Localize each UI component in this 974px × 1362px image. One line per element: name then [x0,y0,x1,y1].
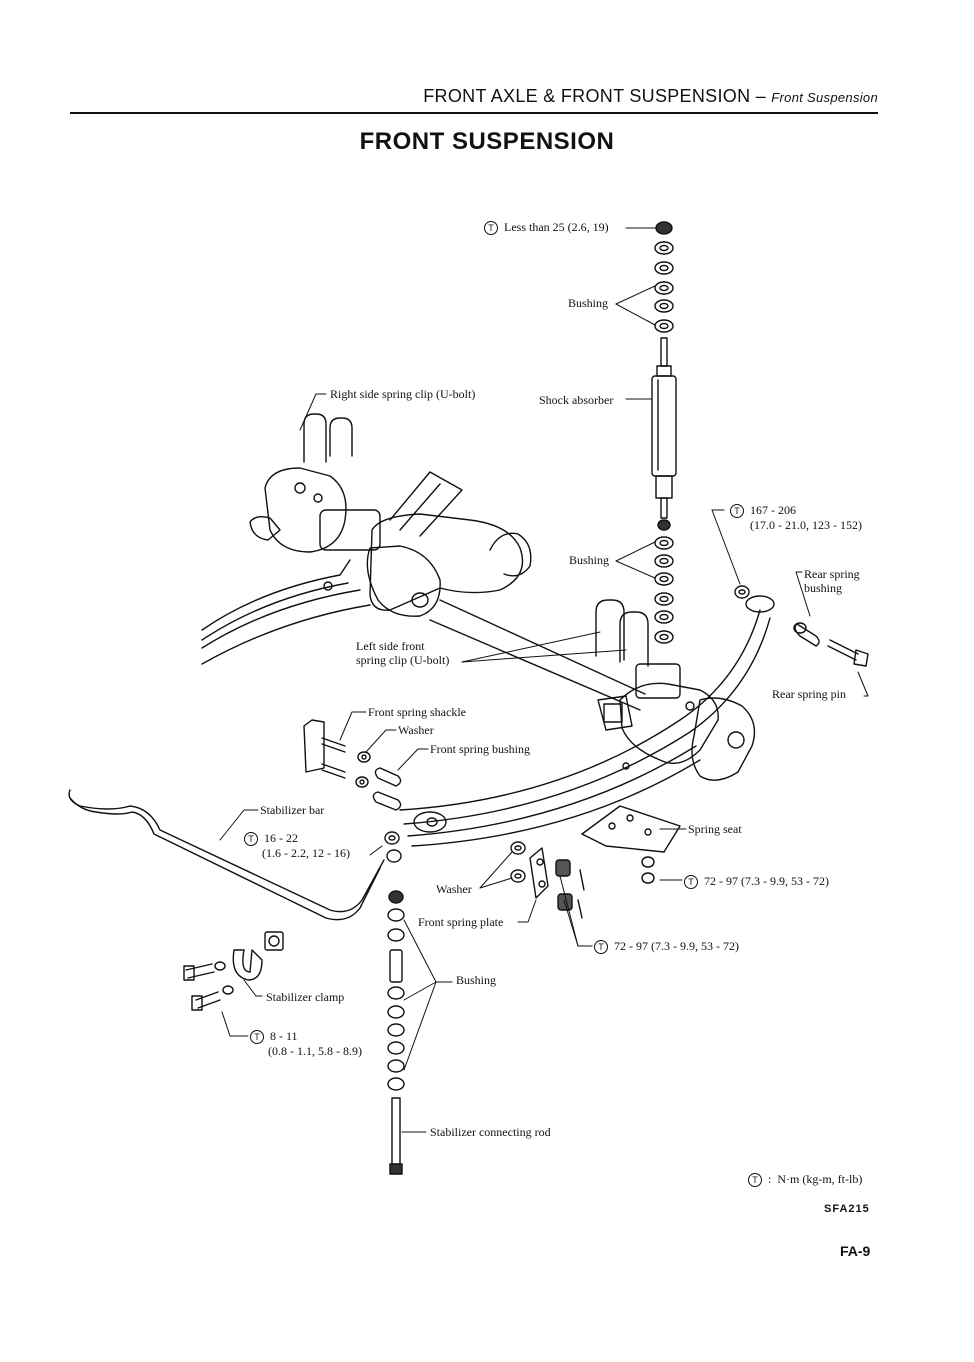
label-torque-stab-2: (1.6 - 2.2, 12 - 16) [262,846,350,861]
torque-icon: T [484,221,498,236]
label-torque-top: T Less than 25 (2.6, 19) [484,220,609,236]
label-torque-seat: T 72 - 97 (7.3 - 9.9, 53 - 72) [684,874,829,890]
left-leaf-spring [201,559,371,665]
label-bushing-top: Bushing [568,296,609,310]
front-spring-plate [510,841,585,919]
rear-spring-parts [734,585,869,667]
header-section: FRONT AXLE & FRONT SUSPENSION [423,86,751,106]
label-torque-clamp-1: 8 - 11 [270,1029,298,1043]
shock-absorber [651,337,677,519]
shock-bottom-bushing-stack [654,519,674,644]
label-torque-plate-text: 72 - 97 (7.3 - 9.9, 53 - 72) [614,939,739,953]
legend-torque-units: T: N·m (kg-m, ft-lb) [748,1172,863,1188]
label-torque-shackle: T 167 - 206(17.0 - 21.0, 123 - 152) [730,503,862,532]
torque-icon: T [684,875,698,890]
spring-seat [581,805,681,884]
label-torque-shackle-2: (17.0 - 21.0, 123 - 152) [750,518,862,533]
stabilizer-bar [68,789,385,921]
label-front-spring-plate: Front spring plate [418,915,504,929]
label-torque-plate: T 72 - 97 (7.3 - 9.9, 53 - 72) [594,939,739,955]
label-torque-stab-1: 16 - 22 [264,831,298,845]
axle-housing [249,467,756,781]
left-spring-clip [595,599,649,667]
label-torque-clamp-2: (0.8 - 1.1, 5.8 - 8.9) [268,1044,362,1059]
page-title: FRONT SUSPENSION [359,128,615,155]
label-spring-seat: Spring seat [688,822,742,836]
label-washer-top: Washer [398,723,434,737]
front-spring-shackle [303,719,402,811]
label-front-spring-bushing: Front spring bushing [430,742,531,756]
label-rear-spring-pin: Rear spring pin [772,687,846,701]
header-subsection: Front Suspension [771,90,878,105]
label-torque-stabilizer: T 16 - 22(1.6 - 2.2, 12 - 16) [244,831,350,860]
label-front-spring-shackle: Front spring shackle [368,705,466,719]
header-text: FRONT AXLE & FRONT SUSPENSION – Front Su… [423,86,878,107]
shock-top-bushing-stack [654,221,674,333]
label-rear-spring-bushing-1: Rear spring [804,567,860,581]
torque-icon: T [748,1173,762,1188]
torque-icon: T [244,832,258,847]
right-spring-clip [303,413,353,463]
figure-code: SFA215 [824,1203,870,1215]
legend-units-text: N·m (kg-m, ft-lb) [777,1172,863,1186]
label-right-spring-clip: Right side spring clip (U-bolt) [330,387,476,401]
torque-icon: T [730,504,744,519]
frame-rail [389,471,463,537]
label-torque-seat-text: 72 - 97 (7.3 - 9.9, 53 - 72) [704,874,829,888]
torque-icon: T [594,940,608,955]
label-torque-top-text: Less than 25 (2.6, 19) [504,220,609,234]
label-bushing-bottom: Bushing [456,973,497,987]
label-washer-bottom: Washer [436,882,472,896]
label-left-spring-clip-2: spring clip (U-bolt) [356,653,450,667]
label-stabilizer-connecting-rod: Stabilizer connecting rod [430,1125,551,1139]
label-stabilizer-bar: Stabilizer bar [260,803,325,817]
label-stabilizer-clamp: Stabilizer clamp [266,990,345,1004]
label-shock-absorber: Shock absorber [539,393,614,407]
header-dash: – [750,86,772,106]
label-torque-shackle-1: 167 - 206 [750,503,796,517]
page-header: FRONT AXLE & FRONT SUSPENSION – Front Su… [70,86,878,114]
page-number: FA-9 [840,1243,871,1259]
label-torque-clamp: T 8 - 11(0.8 - 1.1, 5.8 - 8.9) [250,1029,362,1058]
stabilizer-link-top [384,831,402,863]
right-leaf-spring [399,595,775,847]
label-bushing-mid: Bushing [569,553,610,567]
stabilizer-clamp-parts [183,931,284,1011]
label-rear-spring-bushing-2: bushing [804,581,843,595]
torque-icon: T [250,1030,264,1045]
label-left-spring-clip-1: Left side front [356,639,425,653]
leader-lines [219,227,869,1133]
stabilizer-connecting-rod-stack [387,890,405,1175]
